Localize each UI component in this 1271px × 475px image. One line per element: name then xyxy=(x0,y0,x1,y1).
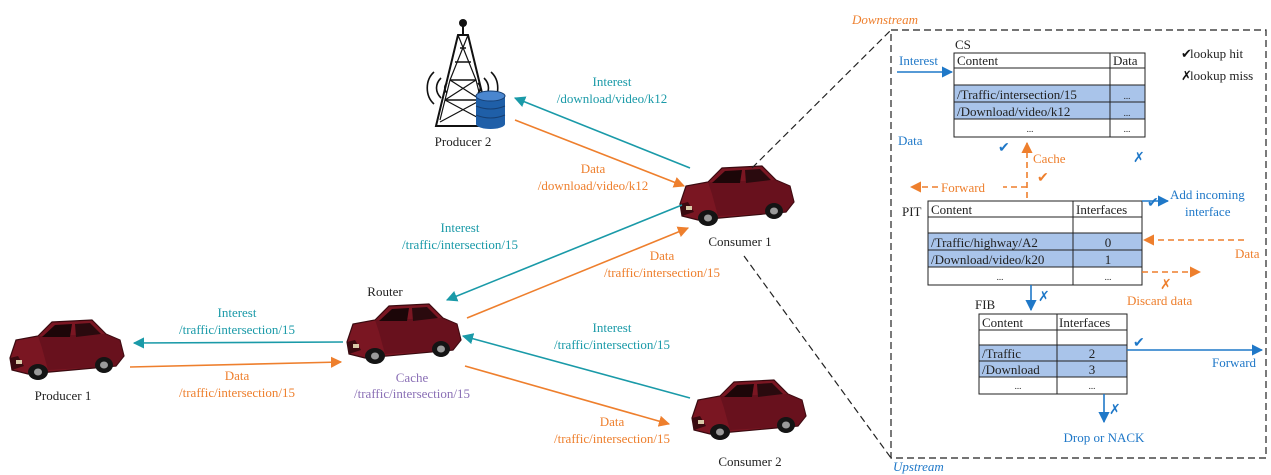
p2-c1-data-arrow xyxy=(514,119,686,188)
pit-row-content: /Traffic/highway/A2 xyxy=(931,235,1038,250)
pit-miss-cross-icon: ✗ xyxy=(1038,290,1050,305)
pit-table: PIT Content Interfaces /Traffic/highway/… xyxy=(902,200,1143,286)
cs-hit-check-icon: ✔ xyxy=(998,141,1010,156)
router-c1-data-title: Data xyxy=(650,248,675,263)
producer2-label: Producer 2 xyxy=(435,134,492,149)
cs-row-content: /Download/video/k12 xyxy=(957,104,1070,119)
consumer1-label: Consumer 1 xyxy=(708,234,771,249)
interest-in-label: Interest xyxy=(899,53,938,68)
c1-p2-interest-name: /download/video/k12 xyxy=(557,91,668,106)
upstream-label: Upstream xyxy=(893,459,944,474)
router-c1-data-arrow xyxy=(466,226,690,319)
fib-row-interface: ... xyxy=(1089,381,1096,391)
downstream-label: Downstream xyxy=(851,12,918,27)
cs-miss-cross-icon: ✗ xyxy=(1133,151,1145,166)
p2-c1-data-title: Data xyxy=(581,161,606,176)
cs-row-data: ... xyxy=(1124,124,1131,134)
fib-col-interfaces: Interfaces xyxy=(1059,315,1110,330)
forward-right-label: Forward xyxy=(1212,355,1257,370)
cs-row-content: /Traffic/intersection/15 xyxy=(957,87,1077,102)
consumer2-car-icon xyxy=(691,379,807,441)
cache-label: Cache xyxy=(1033,151,1066,166)
c1-p2-interest-arrow xyxy=(513,96,691,169)
c1-router-interest-title: Interest xyxy=(441,220,480,235)
router-cache-label: Cache xyxy=(396,370,429,385)
router-p1-interest-arrow xyxy=(132,337,344,349)
pit-row-interface: 1 xyxy=(1105,252,1112,267)
cs-row-content: ... xyxy=(1027,124,1034,134)
cs-col-data: Data xyxy=(1113,53,1138,68)
fib-row-interface: 2 xyxy=(1089,346,1096,361)
fib-row-content: /Traffic xyxy=(982,346,1021,361)
fib-row-interface: 3 xyxy=(1089,362,1096,377)
fib-table: FIB Content Interfaces /Traffic 2 /Downl… xyxy=(975,297,1128,395)
router-c1-data-name: /traffic/intersection/15 xyxy=(604,265,720,280)
data-out-label: Data xyxy=(898,133,923,148)
pit-title: PIT xyxy=(902,204,922,219)
pit-col-content: Content xyxy=(931,202,973,217)
database-icon xyxy=(475,90,506,129)
c1-router-interest-arrow xyxy=(445,204,683,302)
data-in-label: Data xyxy=(1235,246,1260,261)
c2-router-interest-name: /traffic/intersection/15 xyxy=(554,337,670,352)
pit-row-content: ... xyxy=(997,272,1004,282)
c2-router-interest-arrow xyxy=(461,333,691,399)
fib-row-content: ... xyxy=(1015,381,1022,391)
router-c2-data-arrow xyxy=(464,365,671,427)
cs-table: CS Content Data /Traffic/intersection/15… xyxy=(953,37,1146,138)
discard-cross-icon: ✗ xyxy=(1160,278,1172,293)
pit-row-content: /Download/video/k20 xyxy=(931,252,1044,267)
discard-label: Discard data xyxy=(1127,293,1193,308)
p1-router-data-arrow xyxy=(129,356,343,368)
pit-hit-check-icon: ✔ xyxy=(1037,171,1049,186)
fib-title: FIB xyxy=(975,297,996,312)
router-cache-name: /traffic/intersection/15 xyxy=(354,386,470,401)
router-car-icon xyxy=(346,303,462,365)
router-label: Router xyxy=(367,284,403,299)
p1-router-data-name: /traffic/intersection/15 xyxy=(179,385,295,400)
cs-row-data: ... xyxy=(1124,108,1131,118)
p1-router-data-title: Data xyxy=(225,368,250,383)
add-incoming-label-2: interface xyxy=(1185,204,1231,219)
fib-row-content: /Download xyxy=(982,362,1040,377)
pit-row-interface: 0 xyxy=(1105,235,1112,250)
c1-p2-interest-title: Interest xyxy=(593,74,632,89)
consumer2-label: Consumer 2 xyxy=(718,454,781,469)
router-c2-data-title: Data xyxy=(600,414,625,429)
c2-router-interest-title: Interest xyxy=(593,320,632,335)
c1-router-interest-name: /traffic/intersection/15 xyxy=(402,237,518,252)
cs-col-content: Content xyxy=(957,53,999,68)
add-incoming-label: Add incoming xyxy=(1170,187,1245,202)
fib-col-content: Content xyxy=(982,315,1024,330)
legend-hit: lookup hit xyxy=(1190,46,1243,61)
legend-miss: lookup miss xyxy=(1190,68,1253,83)
p2-c1-data-name: /download/video/k12 xyxy=(538,178,649,193)
drop-label: Drop or NACK xyxy=(1064,430,1145,445)
router-p1-interest-name: /traffic/intersection/15 xyxy=(179,322,295,337)
fib-hit-check-icon: ✔ xyxy=(1133,336,1145,351)
add-incoming-check-icon: ✔ xyxy=(1147,196,1159,211)
router-p1-interest-title: Interest xyxy=(218,305,257,320)
cs-row-data: ... xyxy=(1124,91,1131,101)
producer1-car-icon xyxy=(9,319,125,381)
detail-frame xyxy=(890,29,1267,459)
forward-left-label: Forward xyxy=(941,180,986,195)
cross-icon: ✗ xyxy=(1181,68,1192,83)
fib-miss-cross-icon: ✗ xyxy=(1109,403,1121,418)
consumer1-car-icon xyxy=(679,165,795,227)
producer1-label: Producer 1 xyxy=(35,388,92,403)
cs-title: CS xyxy=(955,37,971,52)
pit-row-interface: ... xyxy=(1105,272,1112,282)
ndn-node-detail xyxy=(743,29,1267,459)
check-icon: ✔ xyxy=(1181,46,1192,61)
router-c2-data-name: /traffic/intersection/15 xyxy=(554,431,670,446)
pit-col-interfaces: Interfaces xyxy=(1076,202,1127,217)
